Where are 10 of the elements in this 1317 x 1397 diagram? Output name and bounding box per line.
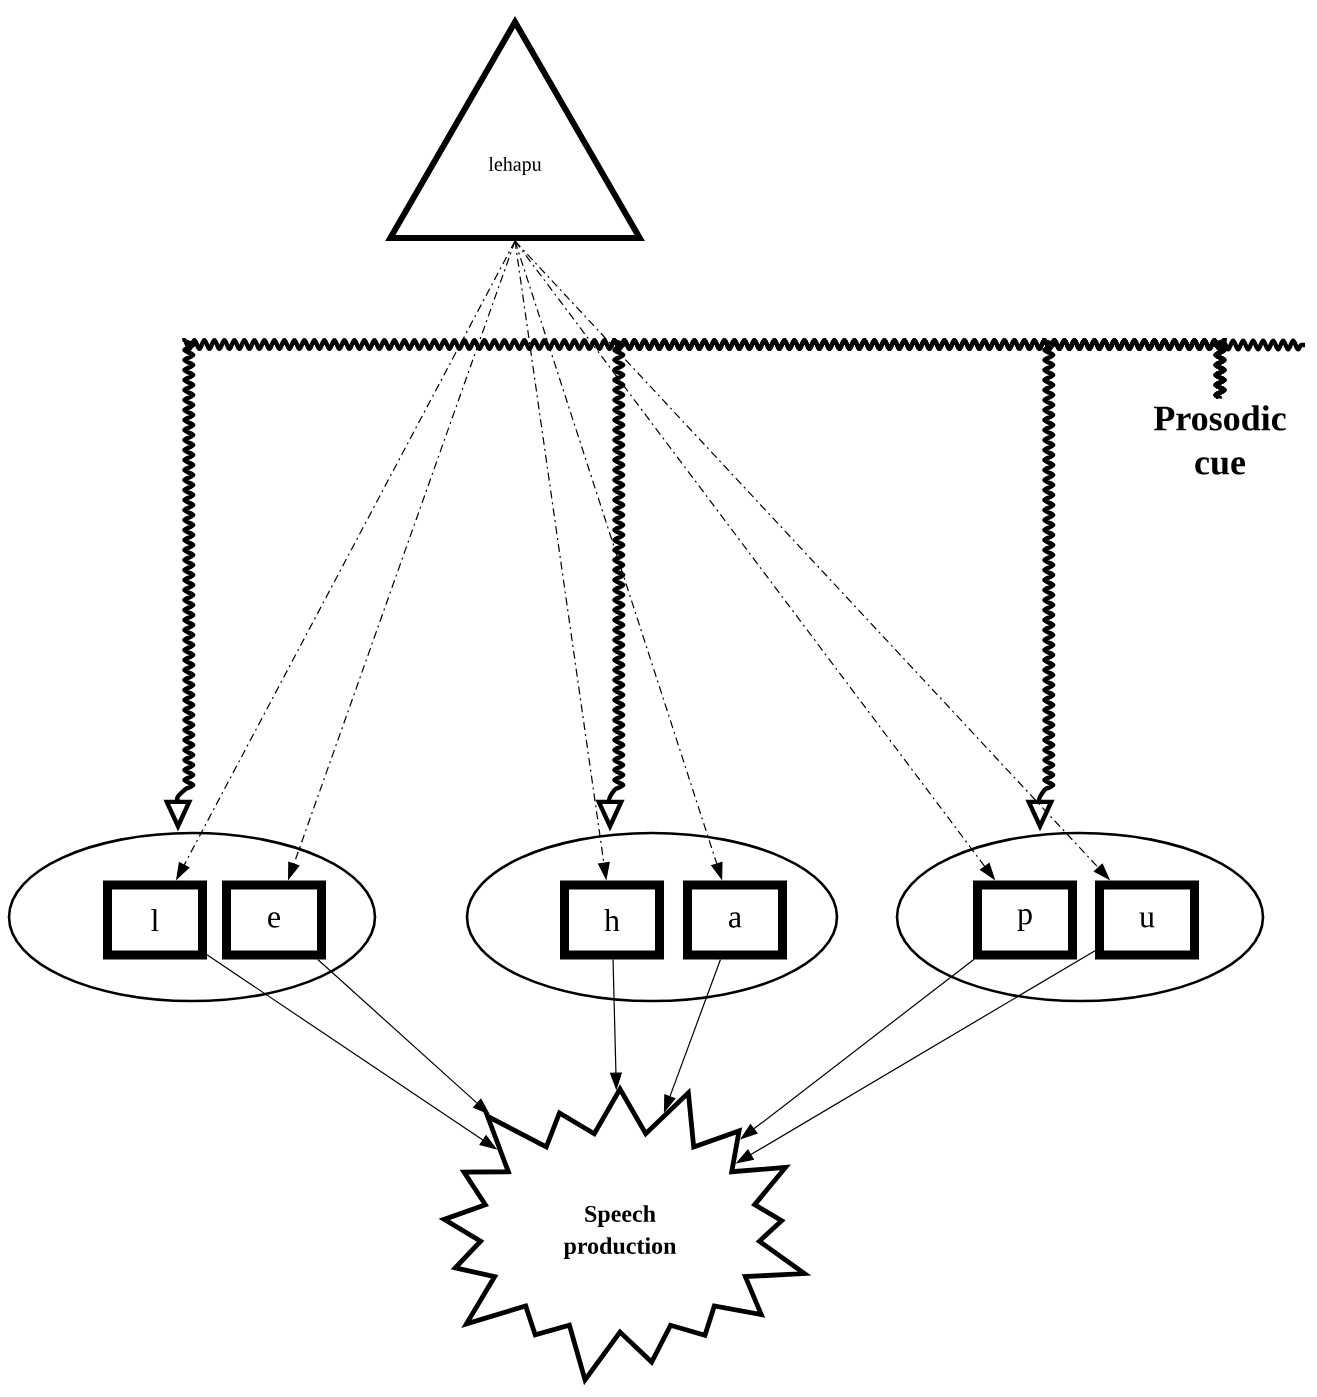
letter-box: l <box>103 880 207 960</box>
letter-box: h <box>560 880 664 960</box>
ellipse-group <box>465 831 839 1003</box>
letter-box: e <box>222 880 326 960</box>
letter-box: a <box>683 880 787 960</box>
ellipse-group <box>895 831 1265 1003</box>
cue-label: Prosodic cue <box>1154 405 1286 475</box>
ellipse-group <box>7 831 377 1003</box>
letter-box: p <box>973 880 1077 960</box>
letter-box: u <box>1095 880 1199 960</box>
